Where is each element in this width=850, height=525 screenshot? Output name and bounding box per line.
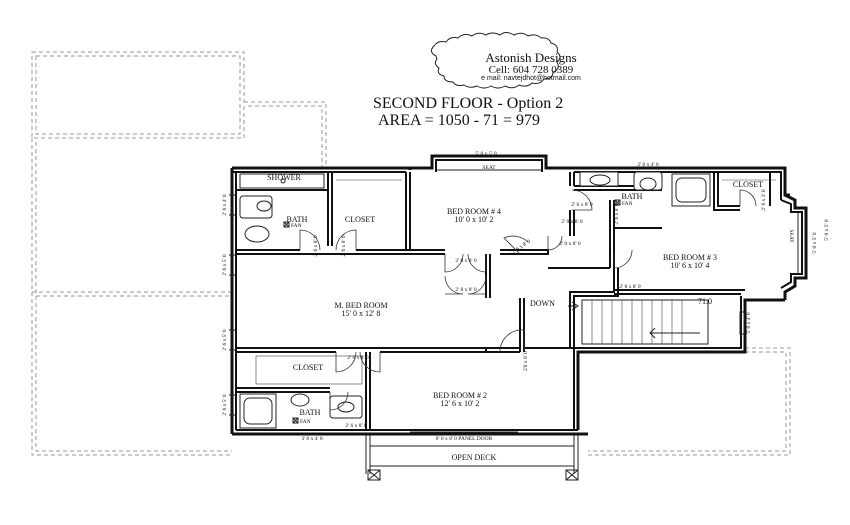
open-deck bbox=[365, 434, 579, 481]
dim-bath-door: 2' 6 x 8' 0 bbox=[571, 202, 592, 208]
room-labels: SHOWER BATH FAN CLOSET SEAT BED ROOM # 4… bbox=[267, 165, 794, 462]
dim-bath-r-win: 2' 6 x 8' 0 bbox=[614, 203, 620, 224]
label-bath-right: BATH bbox=[622, 192, 643, 201]
label-bed3-size: 10' 6 x 10' 4 bbox=[671, 261, 710, 270]
dim-right-win-3: 5' 0 x 5' 0 bbox=[824, 219, 830, 240]
label-bed3: BED ROOM # 3 bbox=[663, 253, 717, 262]
exterior-walls bbox=[229, 154, 808, 436]
label-down: DOWN bbox=[530, 299, 555, 308]
label-deck: OPEN DECK bbox=[452, 453, 497, 462]
dim-left-win-2: 2' 6 x 8' 0 bbox=[313, 235, 319, 256]
fixtures bbox=[239, 171, 776, 429]
dim-right-win-1: 2' 6 x 3' 0 bbox=[761, 189, 767, 210]
dim-left-win-4: 2' 6 x 5' 0 bbox=[222, 329, 228, 350]
logo-cell: Cell: 604 728 0389 bbox=[489, 64, 574, 76]
label-master: M. BED ROOM bbox=[334, 301, 387, 310]
dim-hall-door: 2'8 x 8' 0 bbox=[523, 351, 529, 371]
dim-left-win-2b: 2' 6 x 8' 0 bbox=[341, 235, 347, 256]
dim-master-door-a: 2' 8 x 8' 0 bbox=[455, 258, 476, 264]
dim-closet-bottom-door: 2' 6 x 8' 0 bbox=[347, 355, 368, 361]
dim-left-win-5: 2' 6 x 5' 0 bbox=[222, 394, 228, 415]
label-bath-bottom: BATH bbox=[300, 408, 321, 417]
company-logo: Astonish Designs Cell: 604 728 0389 e ma… bbox=[430, 32, 581, 89]
plan-area: AREA = 1050 - 71 = 979 bbox=[378, 112, 540, 129]
label-bed4-size: 10' 0 x 10' 2 bbox=[455, 215, 494, 224]
label-fan-left: FAN bbox=[291, 223, 302, 229]
dim-bath-bottom-window: 3' 0 x 4' 0 bbox=[301, 436, 322, 442]
dim-closet-door-a: 2' 0 x 8' 0 bbox=[561, 219, 582, 225]
dim-stair-win: 5' 0 x 4' 0 bbox=[746, 312, 752, 333]
roof-outline bbox=[31, 51, 791, 456]
dim-bath-window-top: 2' 0 x 4' 0 bbox=[637, 162, 658, 168]
dim-left-win-3: 2' 6 x 5' 0 bbox=[222, 254, 228, 275]
dim-seat-window: 5' 0 x 5' 0 bbox=[475, 151, 496, 157]
interior-walls bbox=[236, 172, 771, 430]
label-closet-bottom: CLOSET bbox=[293, 363, 323, 372]
label-bed2: BED ROOM # 2 bbox=[433, 391, 487, 400]
dim-right-win-2: 5' 0 x 5' 0 bbox=[812, 232, 818, 253]
label-seat-top: SEAT bbox=[482, 165, 496, 171]
plan-title: SECOND FLOOR - Option 2 bbox=[373, 95, 563, 112]
dim-panel-door: 8' 0 x 8' 0 PANEL DOOR bbox=[436, 436, 493, 442]
label-seat-right: SEAT bbox=[788, 229, 794, 243]
logo-email: e mail: navtejdhot@hotmail.com bbox=[481, 75, 581, 82]
dim-bath-bottom-door: 2' 6 x 8' 0 bbox=[345, 423, 366, 429]
dim-closet-door-b: 2' 0 x 8' 0 bbox=[559, 241, 580, 247]
label-bath-left: BATH bbox=[287, 215, 308, 224]
door-swings bbox=[299, 189, 757, 433]
dim-bed3-door: 2' 8 x 8' 0 bbox=[619, 284, 640, 290]
label-closet-right: CLOSET bbox=[733, 180, 763, 189]
dim-master-door-b: 2' 8 x 8' 0 bbox=[455, 287, 476, 293]
logo-company: Astonish Designs bbox=[485, 50, 576, 65]
dimension-labels: 5' 0 x 5' 0 2' 0 x 4' 0 2' 6 x 8' 0 2' 0… bbox=[222, 151, 830, 442]
label-bed4: BED ROOM # 4 bbox=[447, 207, 501, 216]
label-shower: SHOWER bbox=[267, 173, 301, 182]
label-fan-bottom: FAN bbox=[300, 419, 311, 425]
dim-left-win-1: 2' 6 x 4' 0 bbox=[222, 194, 228, 215]
staircase bbox=[568, 299, 745, 345]
label-fan-right: FAN bbox=[622, 201, 633, 207]
label-stair-area: 71.0 bbox=[698, 297, 712, 306]
label-closet-left: CLOSET bbox=[345, 215, 375, 224]
label-master-size: 15' 0 x 12' 8 bbox=[342, 309, 381, 318]
label-bed2-size: 12' 6 x 10' 2 bbox=[441, 399, 480, 408]
